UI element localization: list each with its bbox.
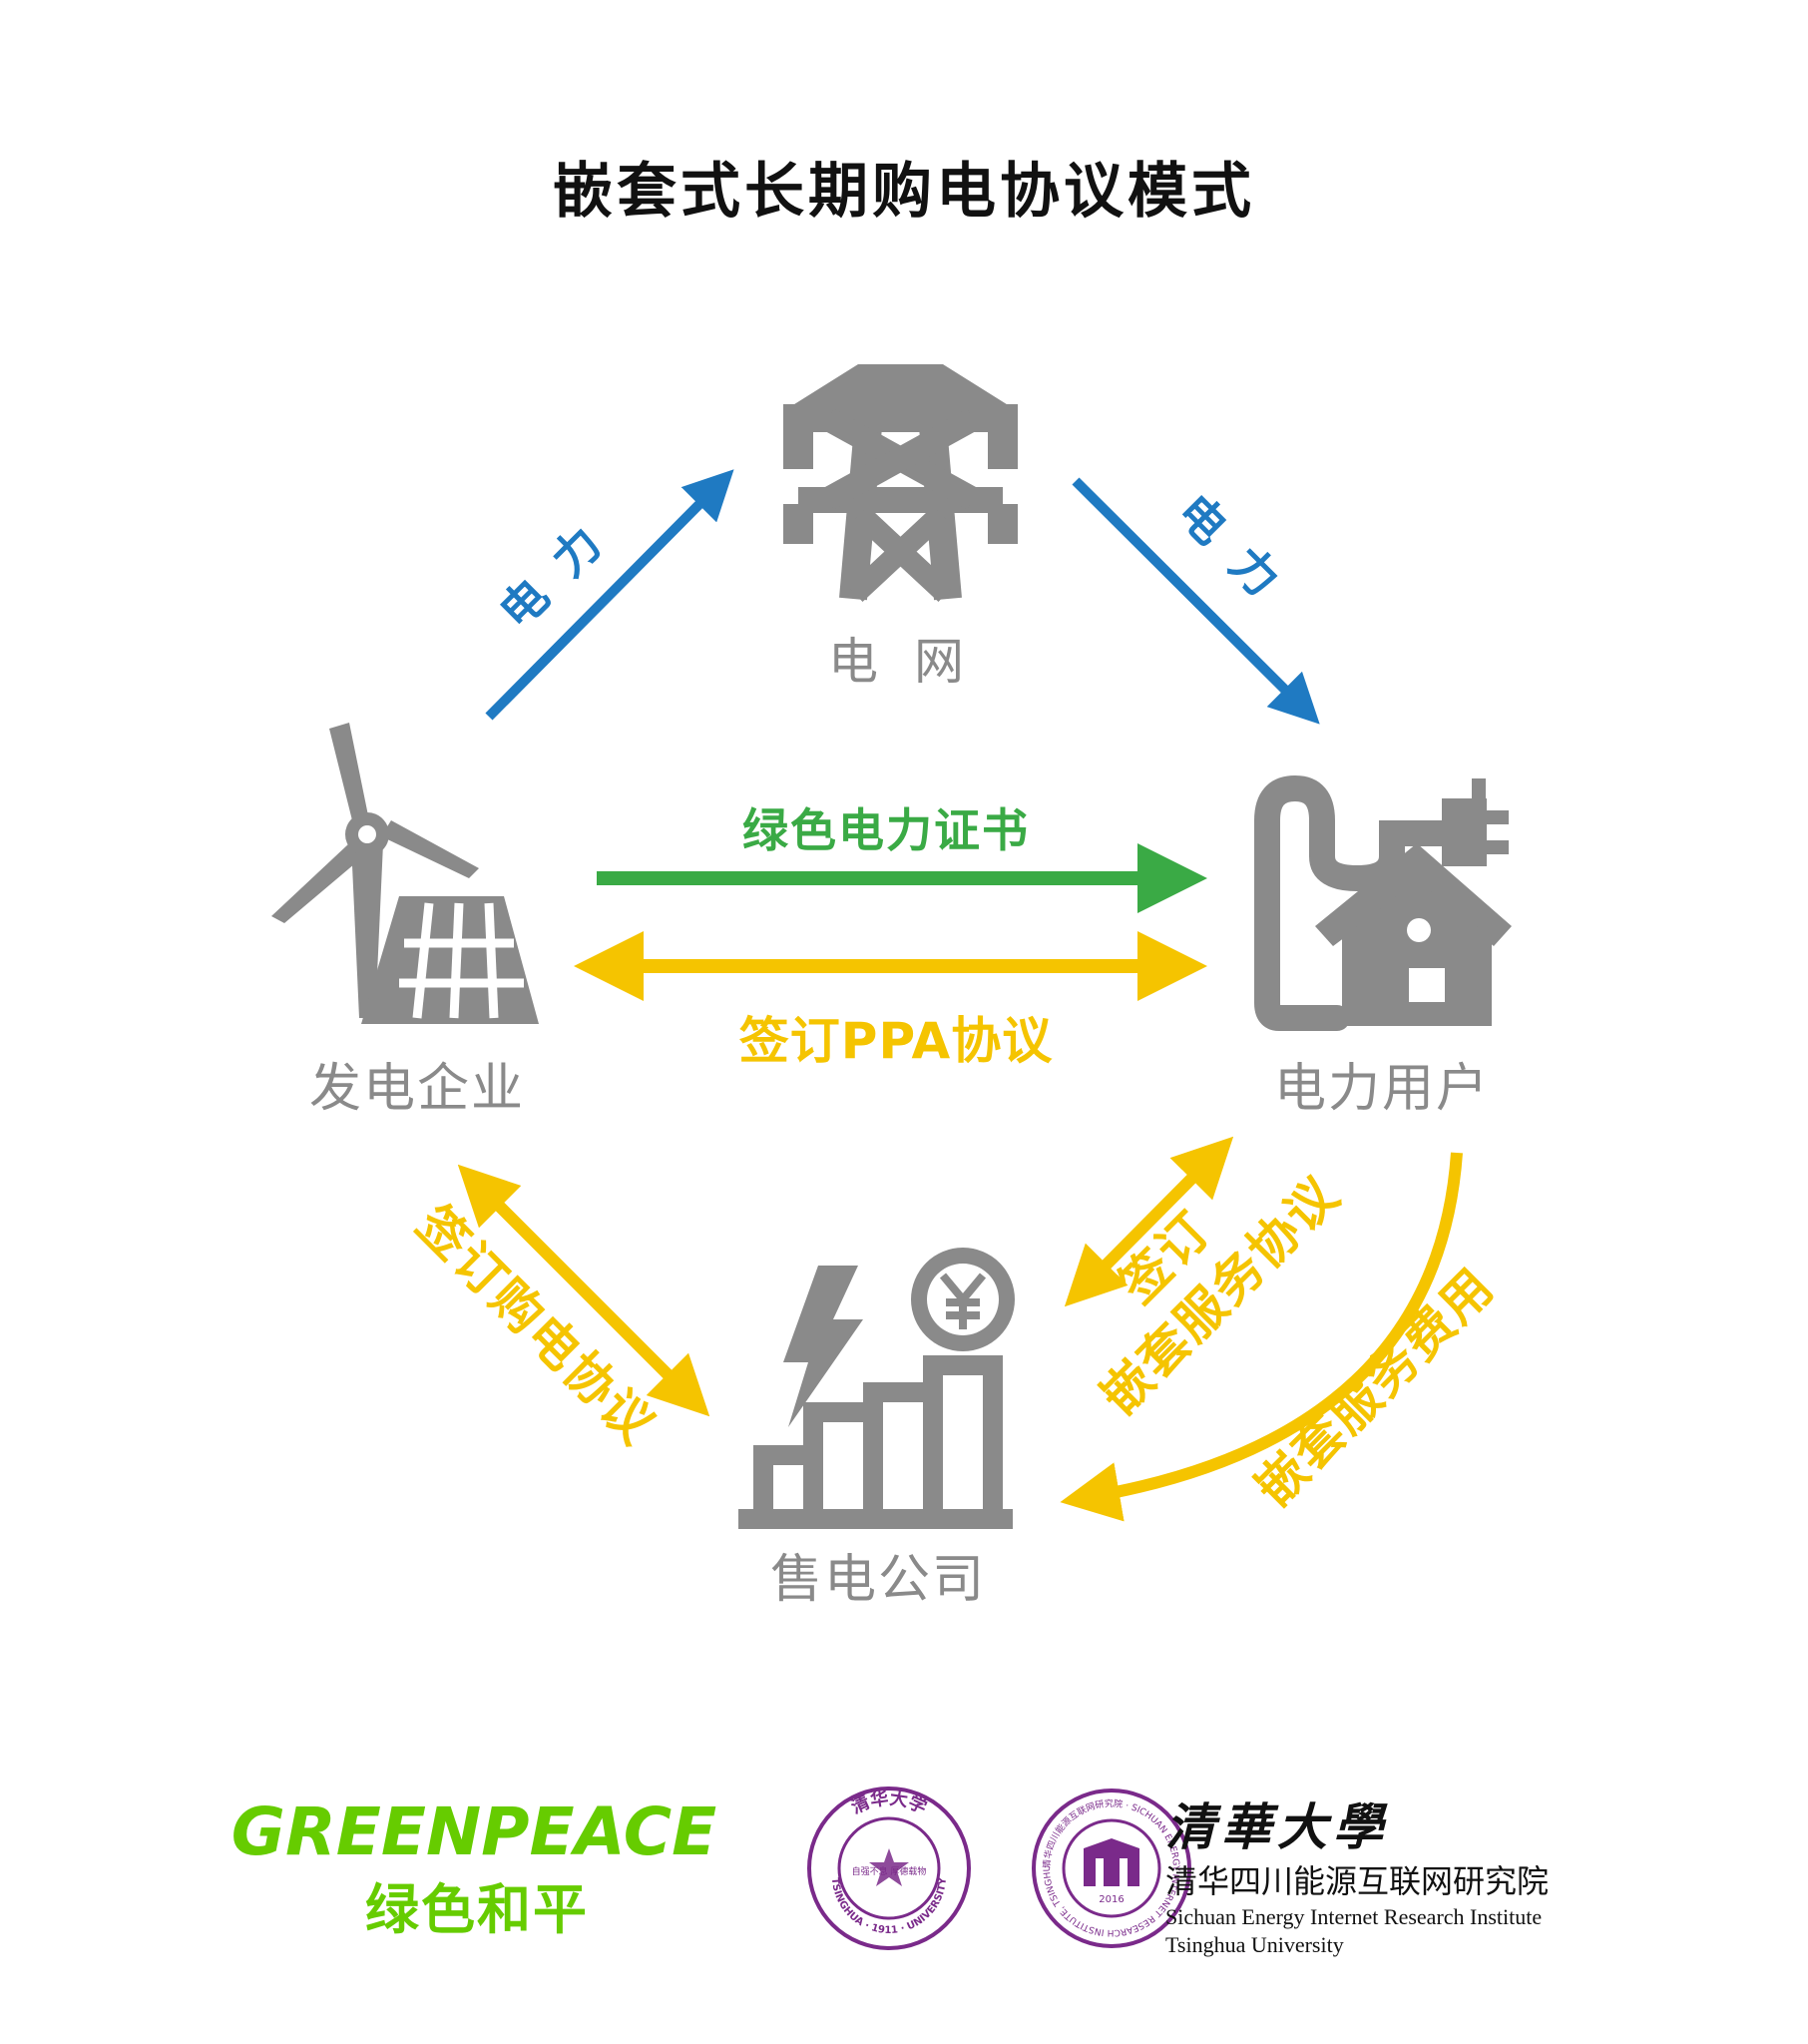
power-arrow-grid-to-user [1072,477,1320,725]
page-title: 嵌套式长期购电协议模式 [553,157,1255,227]
ppa-label: 签订PPA协议 [739,1012,1053,1070]
star-icon [869,1848,909,1886]
building-icon [1084,1838,1139,1886]
service-fee-arrow [1060,1152,1463,1522]
seller-label: 售电公司 [770,1550,986,1610]
retail-company-icon [738,1248,1015,1529]
green-cert-label: 绿色电力证书 [742,803,1030,857]
power-arrow-gen-to-grid [485,469,734,721]
service-fee-label: 嵌套服务费用 [1244,1257,1506,1518]
grid-label: 电 网 [828,633,974,691]
institute-name-cn: 清华四川能源互联网研究院 [1165,1862,1549,1900]
power-tower-icon [783,364,1018,603]
institute-name-en-2: Tsinghua University [1165,1932,1344,1957]
purchase-label: 签订购电协议 [405,1195,667,1456]
institute-name-en-1: Sichuan Energy Internet Research Institu… [1165,1904,1542,1929]
service-agreement-arrow [1064,1136,1234,1307]
wind-solar-icon [271,723,539,1024]
greenpeace-logo: GREENPEACE [231,1793,716,1870]
greenpeace-cn-logo: 绿色和平 [365,1878,589,1941]
solar-panel-grid [399,902,524,1019]
generator-label: 发电企业 [309,1059,525,1119]
user-label: 电力用户 [1274,1059,1490,1119]
power-label-gen-to-grid: 电 力 [489,512,616,639]
tsinghua-seal-logo: 清华大学 TSINGHUA · 1911 · UNIVERSITY 自强不息 厚… [807,1787,971,1950]
tsinghua-calligraphy-logo: 清華大學 [1165,1798,1389,1856]
power-user-icon [1254,774,1512,1031]
purchase-arrow [457,1164,710,1417]
svg-text:2016: 2016 [1099,1894,1124,1905]
